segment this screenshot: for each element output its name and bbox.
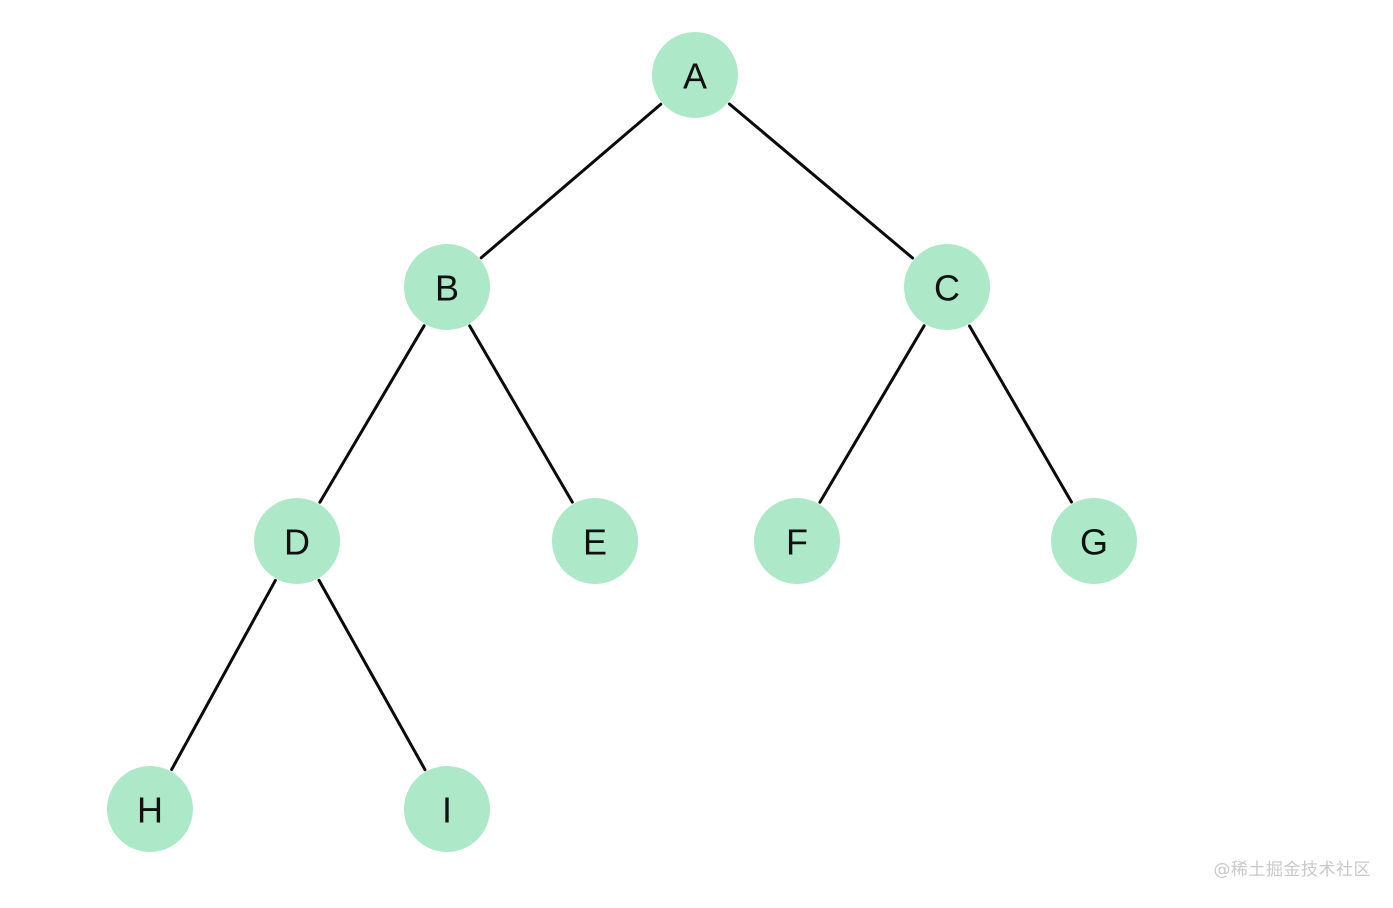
tree-edge-c-f [818, 324, 926, 504]
tree-edge-c-g [968, 324, 1073, 504]
node-label-f: F [786, 522, 808, 563]
tree-edge-b-e [468, 324, 574, 504]
tree-node-c[interactable]: C [904, 244, 990, 330]
node-circle-d[interactable] [254, 498, 340, 584]
tree-node-f[interactable]: F [754, 498, 840, 584]
node-circle-h[interactable] [107, 766, 193, 852]
node-circle-i[interactable] [404, 766, 490, 852]
nodes-layer: A B C D E F G H I [107, 32, 1137, 852]
tree-edge-b-d [318, 324, 426, 504]
node-label-d: D [284, 522, 310, 563]
node-label-g: G [1080, 522, 1108, 563]
node-circle-e[interactable] [552, 498, 638, 584]
node-circle-g[interactable] [1051, 498, 1137, 584]
node-circle-b[interactable] [404, 244, 490, 330]
tree-node-g[interactable]: G [1051, 498, 1137, 584]
tree-node-i[interactable]: I [404, 766, 490, 852]
node-circle-c[interactable] [904, 244, 990, 330]
node-label-c: C [934, 268, 960, 309]
node-label-b: B [435, 268, 459, 309]
watermark-text: @稀土掘金技术社区 [1213, 860, 1371, 880]
edges-layer [170, 102, 1073, 772]
node-label-h: H [137, 790, 163, 831]
tree-node-e[interactable]: E [552, 498, 638, 584]
node-label-i: I [442, 790, 452, 831]
tree-edge-a-b [479, 102, 663, 260]
tree-edge-a-c [727, 102, 915, 260]
tree-node-a[interactable]: A [652, 32, 738, 118]
tree-edge-d-i [317, 578, 427, 772]
node-circle-f[interactable] [754, 498, 840, 584]
tree-node-h[interactable]: H [107, 766, 193, 852]
node-circle-a[interactable] [652, 32, 738, 118]
node-label-e: E [583, 522, 607, 563]
tree-node-b[interactable]: B [404, 244, 490, 330]
tree-edge-d-h [170, 578, 277, 772]
node-label-a: A [683, 56, 707, 97]
tree-node-d[interactable]: D [254, 498, 340, 584]
